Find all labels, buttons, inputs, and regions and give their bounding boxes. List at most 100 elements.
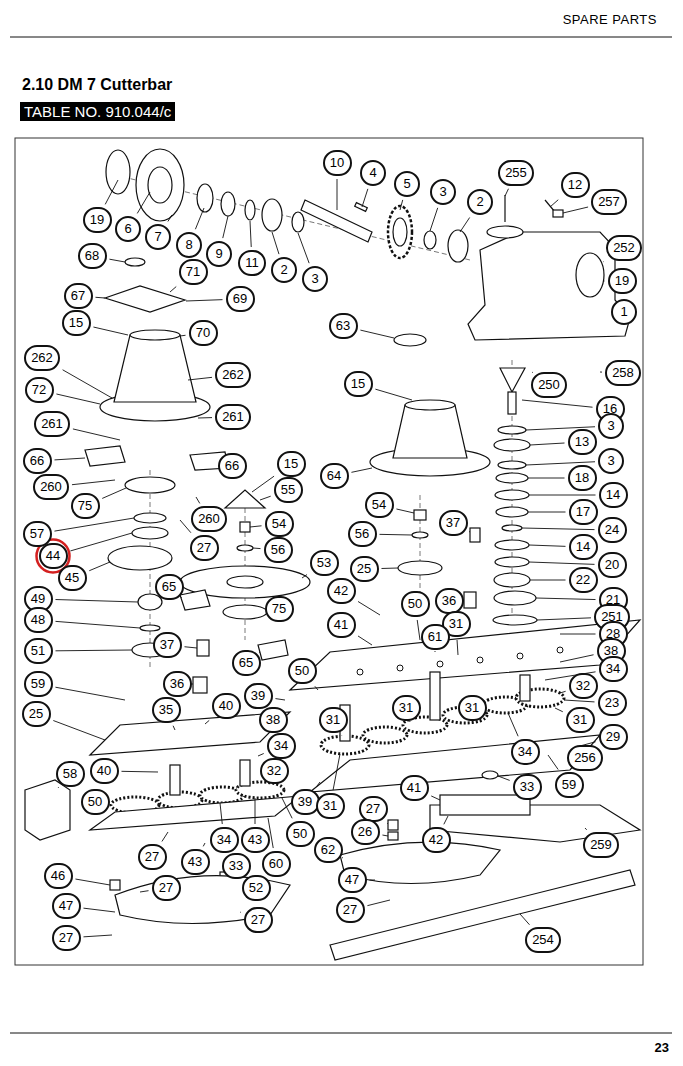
leader-line — [188, 377, 212, 380]
callout-number: 26 — [351, 819, 380, 845]
callout-number: 62 — [314, 837, 343, 863]
leader-line — [520, 914, 530, 925]
callout-number: 67 — [64, 283, 93, 309]
callout-number: 36 — [163, 671, 192, 697]
leader-line — [564, 700, 595, 702]
callout-number: 31 — [566, 707, 595, 733]
leader-line — [536, 598, 596, 600]
leader-line — [529, 545, 566, 546]
callout-number: 54 — [365, 492, 394, 518]
leader-line — [550, 200, 558, 207]
callout-number: 35 — [152, 697, 181, 723]
leader-line — [180, 335, 186, 337]
callout-number: 47 — [338, 867, 367, 893]
leader-line — [317, 782, 320, 787]
leader-line — [110, 804, 112, 805]
callout-number: 50 — [81, 789, 110, 815]
callout-number: 27 — [244, 907, 273, 933]
callout-number: 4 — [360, 160, 386, 186]
callout-number: 34 — [599, 656, 628, 682]
callout-number: 258 — [605, 360, 641, 386]
leader-line — [560, 691, 566, 693]
callout-number: 39 — [291, 789, 320, 815]
leader-line — [417, 620, 420, 640]
callout-number: 255 — [498, 160, 534, 186]
callout-number: 2 — [467, 189, 493, 215]
leader-line — [205, 720, 209, 724]
callout-number: 25 — [350, 556, 379, 582]
callout-number: 7 — [145, 224, 171, 250]
callout-number: 50 — [286, 821, 315, 847]
callout-number: 31 — [319, 707, 348, 733]
leader-line — [370, 880, 376, 881]
leader-line — [63, 370, 112, 398]
callout-number: 68 — [78, 243, 107, 269]
callout-number: 52 — [242, 875, 271, 901]
leader-line — [537, 618, 591, 620]
leader-line — [585, 828, 587, 830]
leader-line — [604, 281, 606, 282]
callout-number: 61 — [421, 624, 450, 650]
callout-number: 8 — [176, 232, 202, 258]
callout-number: 37 — [153, 632, 182, 658]
leader-line — [70, 533, 132, 551]
callout-number: 63 — [329, 313, 358, 339]
leader-line — [430, 208, 438, 231]
leader-line — [498, 776, 510, 780]
callout-number: 40 — [212, 693, 241, 719]
leader-lines — [53, 179, 613, 937]
callout-number: 256 — [567, 745, 603, 771]
leader-line — [55, 621, 140, 628]
callout-number: 27 — [336, 897, 365, 923]
leader-line — [137, 192, 150, 213]
leader-line — [382, 835, 388, 837]
callout-number: 66 — [23, 448, 52, 474]
callout-number: 23 — [598, 690, 627, 716]
leader-line — [55, 600, 138, 602]
leader-line — [258, 754, 264, 756]
leader-line — [54, 518, 134, 531]
callout-number: 3 — [598, 448, 624, 474]
callout-number: 43 — [241, 827, 270, 853]
callout-number: 58 — [56, 761, 85, 787]
callout-number: 66 — [218, 453, 247, 479]
leader-line — [220, 803, 222, 824]
leader-line — [250, 526, 262, 527]
leader-line — [367, 900, 390, 906]
leader-line — [72, 480, 115, 485]
callout-number: 59 — [555, 772, 584, 798]
leader-line — [102, 488, 126, 498]
callout-number: 6 — [115, 216, 141, 242]
leader-line — [170, 287, 176, 292]
leader-line — [73, 429, 120, 440]
callout-number: 3 — [598, 413, 624, 439]
callout-number: 70 — [189, 320, 218, 346]
callout-number: 37 — [439, 510, 468, 536]
leader-line — [203, 843, 205, 846]
leader-line — [186, 300, 223, 301]
leader-line — [105, 180, 118, 204]
leader-line — [83, 935, 112, 937]
leader-line — [400, 200, 403, 210]
callout-number: 22 — [569, 567, 598, 593]
leader-line — [396, 509, 414, 513]
table-number: TABLE NO. 910.044/c — [20, 102, 175, 121]
callout-number: 44 — [39, 543, 68, 569]
leader-line — [53, 721, 105, 740]
callout-number: 56 — [264, 537, 293, 563]
leader-line — [253, 548, 261, 550]
callout-number: 53 — [310, 550, 339, 576]
leader-line — [56, 650, 133, 652]
callout-number: 50 — [401, 591, 430, 617]
callout-number: 64 — [320, 463, 349, 489]
callout-number: 260 — [33, 474, 69, 500]
leader-line — [260, 496, 271, 500]
header-rule — [10, 37, 672, 38]
callout-number: 254 — [525, 927, 561, 953]
leader-line — [315, 686, 318, 690]
leader-line — [460, 217, 470, 232]
leader-line — [93, 327, 128, 335]
leader-line — [563, 207, 588, 213]
leader-line — [54, 458, 85, 460]
leader-line — [109, 259, 125, 262]
